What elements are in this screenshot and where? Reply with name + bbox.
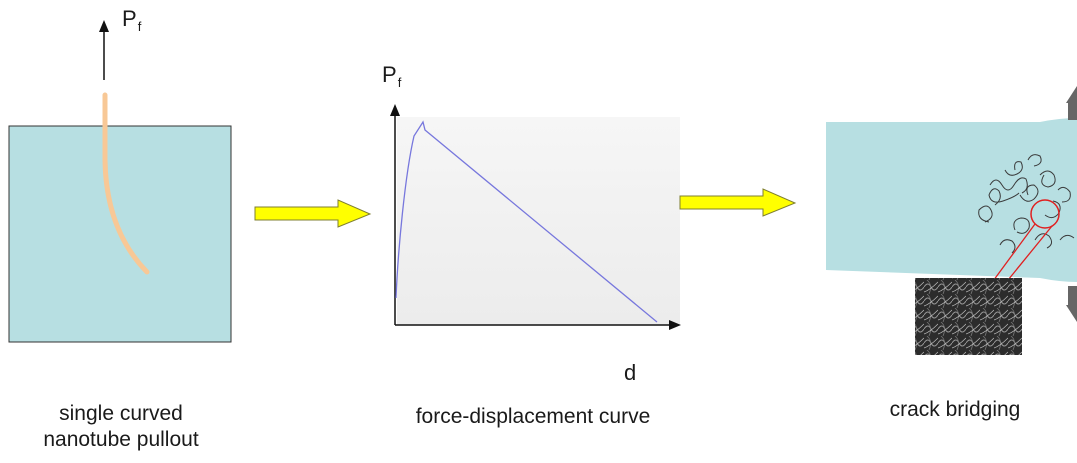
plot-background	[397, 117, 680, 325]
pullout-force-label: Pf	[122, 6, 142, 34]
curve-y-label: Pf	[382, 62, 402, 90]
load-arrow-down	[1066, 286, 1077, 322]
y-axis	[390, 104, 400, 325]
curve-x-label: d	[624, 360, 637, 385]
force-subscript: f	[137, 19, 142, 34]
load-arrow-up	[1066, 86, 1077, 120]
nanotube-fiber	[102, 92, 150, 275]
x-axis	[395, 320, 681, 330]
cracked-specimen	[826, 118, 1077, 282]
flow-arrow-1	[254, 199, 372, 228]
sem-micrograph	[915, 278, 1022, 355]
bridging-caption: crack bridging	[889, 398, 1021, 421]
bridging-nanotubes	[978, 154, 1075, 254]
pullout-caption: single curved nanotube pullout	[0, 401, 242, 453]
pullout-caption-line1: single curved	[59, 402, 183, 425]
force-symbol: P	[122, 6, 137, 31]
highlight-circle	[1030, 199, 1060, 229]
flow-arrow-2	[679, 188, 797, 217]
curve-caption: force-displacement curve	[415, 405, 651, 428]
pullout-caption-line2: nanotube pullout	[43, 428, 199, 451]
force-displacement-line	[395, 120, 658, 323]
y-subscript: f	[397, 75, 402, 90]
pullout-arrow	[99, 20, 109, 80]
y-symbol: P	[382, 62, 397, 87]
